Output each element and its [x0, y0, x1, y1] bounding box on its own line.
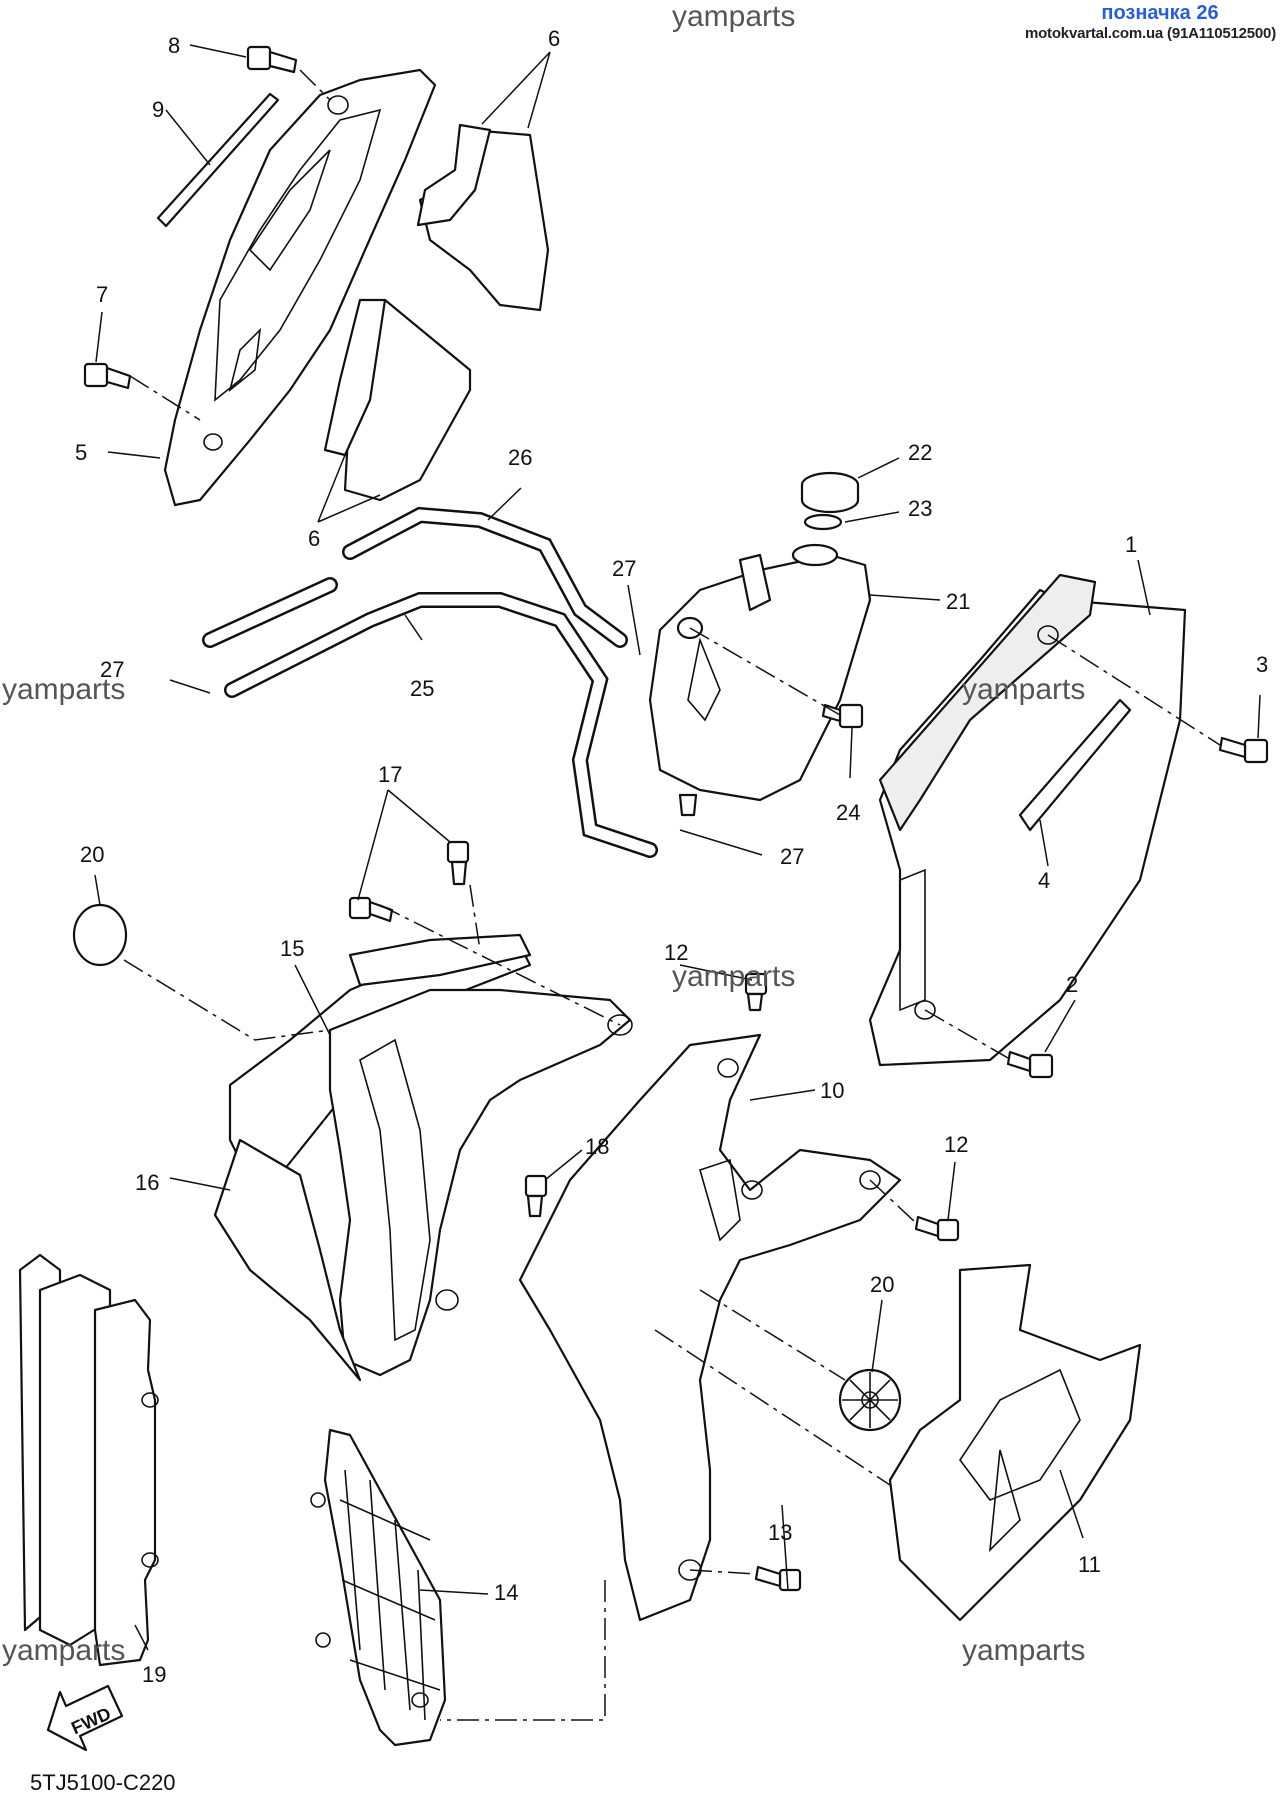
hose-part-25	[224, 592, 658, 858]
leader-lines	[94, 44, 1261, 1651]
callout-5: 5	[75, 440, 87, 465]
side-cover-part-5	[163, 68, 437, 507]
callout-11: 11	[1078, 1552, 1101, 1577]
bolt-part-17-a	[348, 896, 394, 923]
callout-1: 1	[1125, 532, 1137, 557]
callout-18: 18	[585, 1134, 609, 1159]
bolt-part-12-a	[744, 972, 768, 1012]
strip-part-9	[156, 92, 280, 228]
callout-27-left: 27	[100, 657, 124, 682]
callout-2: 2	[1066, 972, 1078, 997]
callout-23: 23	[908, 496, 932, 521]
callout-9: 9	[152, 97, 164, 122]
watermark-right-mid: yamparts	[962, 673, 1085, 706]
callout-6-upper: 6	[548, 26, 560, 51]
bolt-part-7	[83, 362, 132, 390]
bolt-part-8	[246, 45, 298, 74]
hose-part-26	[202, 506, 628, 648]
callout-4: 4	[1038, 868, 1050, 893]
cap-part-22	[800, 471, 860, 514]
callout-6-lower: 6	[308, 526, 320, 551]
watermark-center: yamparts	[672, 960, 795, 993]
callout-8: 8	[168, 33, 180, 58]
bolt-part-2	[1006, 1050, 1054, 1079]
bolt-part-3	[1218, 736, 1269, 764]
graphic-part-11	[888, 1263, 1142, 1622]
emblem-part-20-b	[838, 1368, 902, 1432]
bolt-part-17-b	[446, 840, 470, 886]
callout-19: 19	[142, 1662, 166, 1687]
callout-26: 26	[508, 445, 532, 470]
radiator-guard-part-19	[18, 1253, 159, 1667]
callout-10: 10	[820, 1078, 844, 1103]
callout-17: 17	[378, 762, 402, 787]
graphic-part-16	[213, 1138, 362, 1382]
callout-12-top: 12	[664, 940, 688, 965]
watermark-bottom-left: yamparts	[2, 1634, 125, 1667]
callout-22: 22	[908, 440, 932, 465]
graphic-part-6-lower	[323, 298, 472, 502]
graphic-part-6-upper	[416, 123, 550, 312]
bolt-part-18	[524, 1174, 548, 1218]
bolt-part-12-b	[914, 1215, 960, 1242]
page-label: позначка 26	[1101, 2, 1219, 24]
callout-24: 24	[836, 800, 860, 825]
alignment-lines	[123, 69, 1221, 1721]
callout-20-right: 20	[870, 1272, 894, 1297]
radiator-guard-part-14	[310, 1428, 447, 1747]
gasket-part-23	[803, 513, 843, 531]
watermarks: yamparts yamparts yamparts yamparts yamp…	[2, 0, 1085, 1667]
emblem-part-20-a	[72, 903, 128, 967]
callout-3: 3	[1256, 652, 1268, 677]
callout-27-top: 27	[612, 556, 636, 581]
fwd-arrow: FWD	[46, 1684, 124, 1752]
source-site: motokvartal.com.ua (91A110512500)	[1024, 25, 1276, 42]
reservoir-tank-part-21	[648, 543, 872, 817]
watermark-left: yamparts	[2, 673, 125, 706]
diagram-code: 5TJ5100-C220	[30, 1770, 176, 1795]
callout-15: 15	[280, 936, 304, 961]
watermark-bottom-right: yamparts	[962, 1634, 1085, 1667]
callout-labels: 8 9 6 7 5 6 26 22 23 27 21 1 3 27 25 24 …	[75, 26, 1268, 1687]
callout-25: 25	[410, 676, 434, 701]
shroud-part-10	[518, 1033, 902, 1622]
bolt-part-24	[821, 703, 864, 729]
side-plate-part-1	[868, 573, 1187, 1067]
callout-20-left: 20	[80, 842, 104, 867]
callout-27-bottom: 27	[780, 844, 804, 869]
callout-21: 21	[946, 589, 970, 614]
callout-16: 16	[135, 1170, 159, 1195]
callout-14: 14	[494, 1580, 518, 1605]
watermark-top: yamparts	[672, 0, 795, 33]
callout-12-right: 12	[944, 1132, 968, 1157]
callout-7: 7	[96, 282, 108, 307]
bolt-part-13	[754, 1565, 802, 1592]
callout-13: 13	[768, 1520, 792, 1545]
